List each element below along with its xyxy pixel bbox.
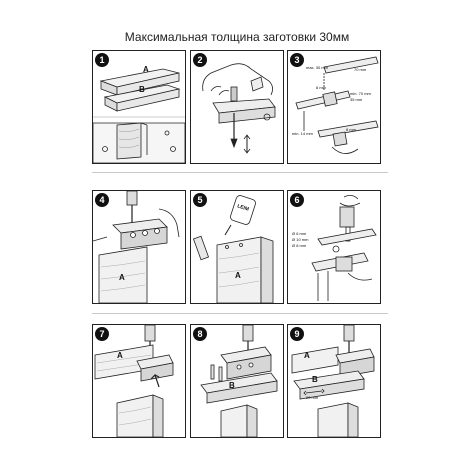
panel-illustration [311,195,377,301]
step-number-badge: 6 [290,193,304,207]
step-number-badge: 2 [193,53,207,67]
step-number-badge: 7 [95,327,109,341]
step-number-badge: 9 [290,327,304,341]
label-a: A [235,271,241,280]
dimension-label: Ø 8 mm [292,243,307,248]
step-number-badge: 8 [193,327,207,341]
instruction-panel-1: 1 A B [92,50,186,164]
dimension-label: 20 mm [306,395,319,400]
dimension-label: 8 mm [316,85,326,90]
label-a: A [119,273,125,282]
step-number-badge: 4 [95,193,109,207]
instruction-panel-7: 7 A [92,324,186,438]
label-b: B [312,375,318,384]
panel-illustration [202,63,276,154]
dimension-label: Ø 6 mm [292,231,307,236]
step-number-badge: 5 [193,193,207,207]
label-b: B [139,85,145,94]
panel-illustration [291,325,375,437]
dimension-label: Ø 10 mm [292,237,309,242]
panel-illustration [200,325,278,437]
panel-illustration [94,325,174,437]
instruction-panel-8: 8 B [190,324,284,438]
dimension-label: max. 30 mm [306,65,329,70]
page-title: Максимальная толщина заготовки 30мм [124,30,350,44]
instruction-panel-4: 4 A [92,190,186,304]
label-b: B [229,381,235,390]
label-a: A [117,351,123,360]
label-a: A [304,351,310,360]
panel-illustration [192,195,274,303]
dimension-label: 70 mm [354,67,367,72]
step-number-badge: 3 [290,53,304,67]
label-a: A [143,65,149,74]
instruction-panel-5: 5 LEIM A [190,190,284,304]
divider-1 [92,172,388,173]
panel-illustration [93,68,185,163]
instruction-panel-2: 2 [190,50,284,164]
instruction-panel-6: 6 Ø 6 mm Ø 10 mm Ø 8 mm [287,190,381,304]
divider-2 [92,313,388,314]
instruction-panel-9: 9 A B 20 mm [287,324,381,438]
dimension-label: min. 70 mm [350,91,371,96]
dimension-label: min. 14 mm [292,131,313,136]
panel-illustration [93,191,180,303]
dimension-label: 8 mm [346,127,356,132]
dimension-label: 35 mm [350,97,363,102]
instruction-panel-3: 3 max. 30 mm 70 mm 8 mm min. 70 mm 35 mm… [287,50,381,164]
panel-illustration [295,56,379,154]
step-number-badge: 1 [95,53,109,67]
